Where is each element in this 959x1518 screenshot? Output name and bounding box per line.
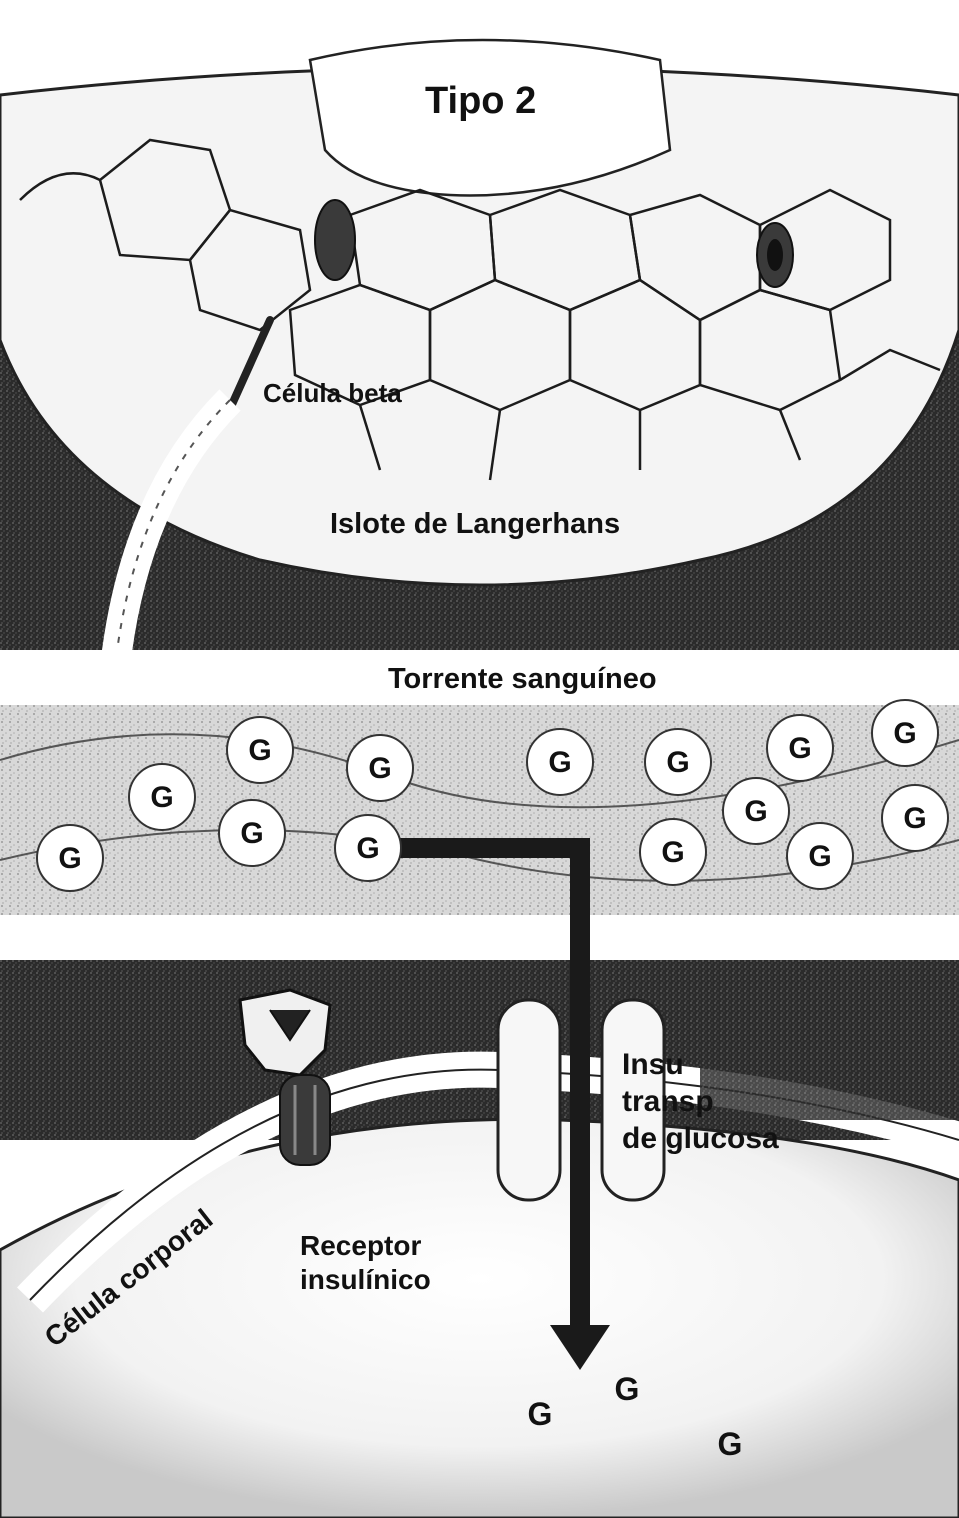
label-beta-cell: Célula beta <box>263 380 402 406</box>
glucose-label: G <box>150 781 173 814</box>
glucose-label: G <box>58 842 81 875</box>
glucose-label: G <box>893 717 916 750</box>
islet-capillary-left <box>315 200 355 280</box>
glucose-label-intracellular: G <box>718 1426 743 1462</box>
lower-right-shade <box>700 960 959 1120</box>
label-glucose-transporter-line2: transp <box>622 1087 714 1117</box>
bloodstream-lower-band <box>0 915 959 960</box>
diagram-title: Tipo 2 <box>425 82 536 120</box>
label-bloodstream: Torrente sanguíneo <box>388 665 657 694</box>
label-glucose-transporter-line3: de glucosa <box>622 1124 779 1154</box>
glucose-label-intracellular: G <box>528 1396 553 1432</box>
glucose-label-intracellular: G <box>615 1371 640 1407</box>
label-insulin-receptor-line1: Receptor <box>300 1232 421 1260</box>
label-islet: Islote de Langerhans <box>330 510 620 539</box>
glucose-label: G <box>903 802 926 835</box>
glucose-label: G <box>666 746 689 779</box>
glucose-label: G <box>661 836 684 869</box>
glucose-label: G <box>240 817 263 850</box>
glucose-label: G <box>744 795 767 828</box>
label-insulin-receptor-line2: insulínico <box>300 1266 431 1294</box>
glucose-label: G <box>356 832 379 865</box>
glucose-label: G <box>368 752 391 785</box>
label-glucose-transporter-line1: Insu <box>622 1050 684 1080</box>
glucose-label: G <box>808 840 831 873</box>
glucose-label: G <box>788 732 811 765</box>
glucose-label: G <box>248 734 271 767</box>
capillary-core <box>767 239 783 271</box>
glucose-label: G <box>548 746 571 779</box>
